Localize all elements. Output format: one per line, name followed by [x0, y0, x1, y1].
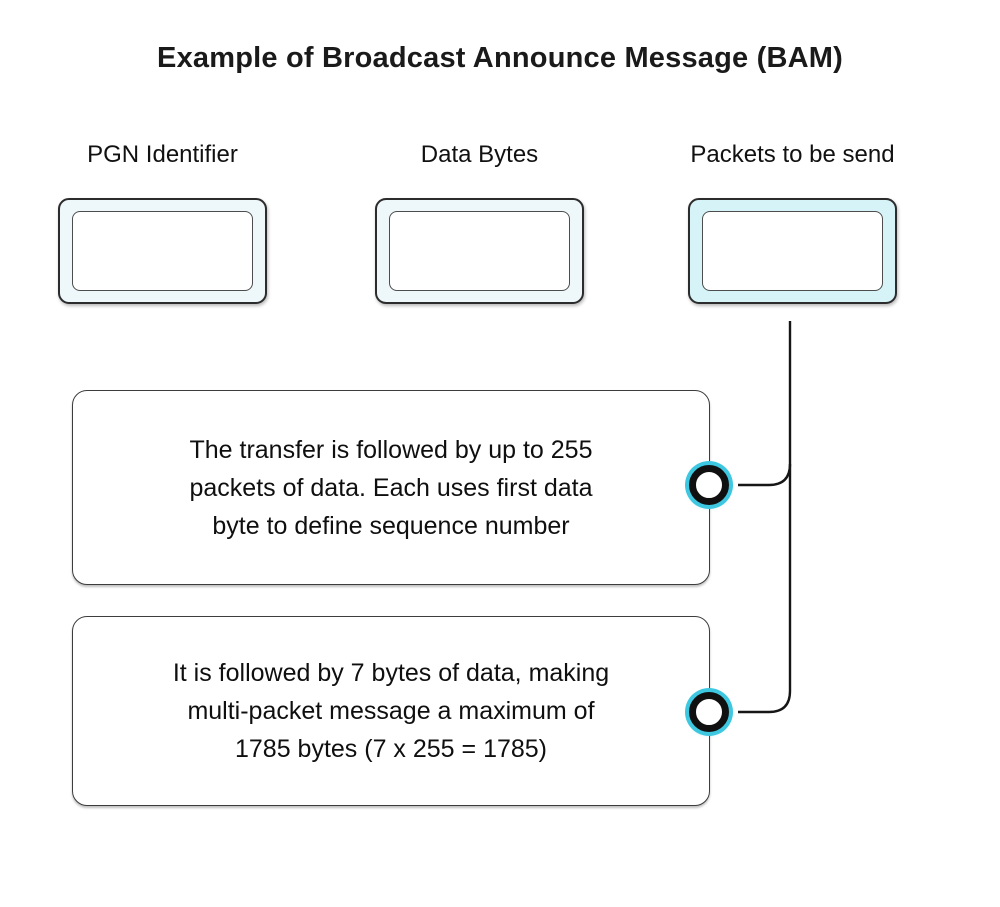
note-box-2-text: It is followed by 7 bytes of data, makin…	[172, 659, 610, 763]
column-label-pgn-identifier: PGN Identifier	[87, 141, 238, 168]
connector-node-circle-2	[689, 692, 729, 732]
column-label-packets-to-be-send: Packets to be send	[690, 141, 895, 168]
note-box-2: It is followed by 7 bytes of data, makin…	[72, 616, 710, 806]
slot-box-packets-to-be-send	[688, 198, 897, 304]
note-box-1: The transfer is followed by up to 255 pa…	[72, 390, 710, 585]
connector-branch-to-note1	[738, 463, 792, 487]
connector-main-vertical-to-note2	[738, 321, 792, 714]
slot-box-packets-to-be-send-inner	[702, 211, 883, 291]
slot-box-pgn-identifier-inner	[72, 211, 253, 291]
diagram-title: Example of Broadcast Announce Message (B…	[157, 42, 843, 74]
slot-box-data-bytes-inner	[389, 211, 570, 291]
connector-node-circle-1	[689, 465, 729, 505]
column-label-data-bytes: Data Bytes	[420, 141, 539, 168]
slot-box-data-bytes	[375, 198, 584, 304]
slot-box-pgn-identifier	[58, 198, 267, 304]
note-box-1-text: The transfer is followed by up to 255 pa…	[189, 435, 593, 540]
